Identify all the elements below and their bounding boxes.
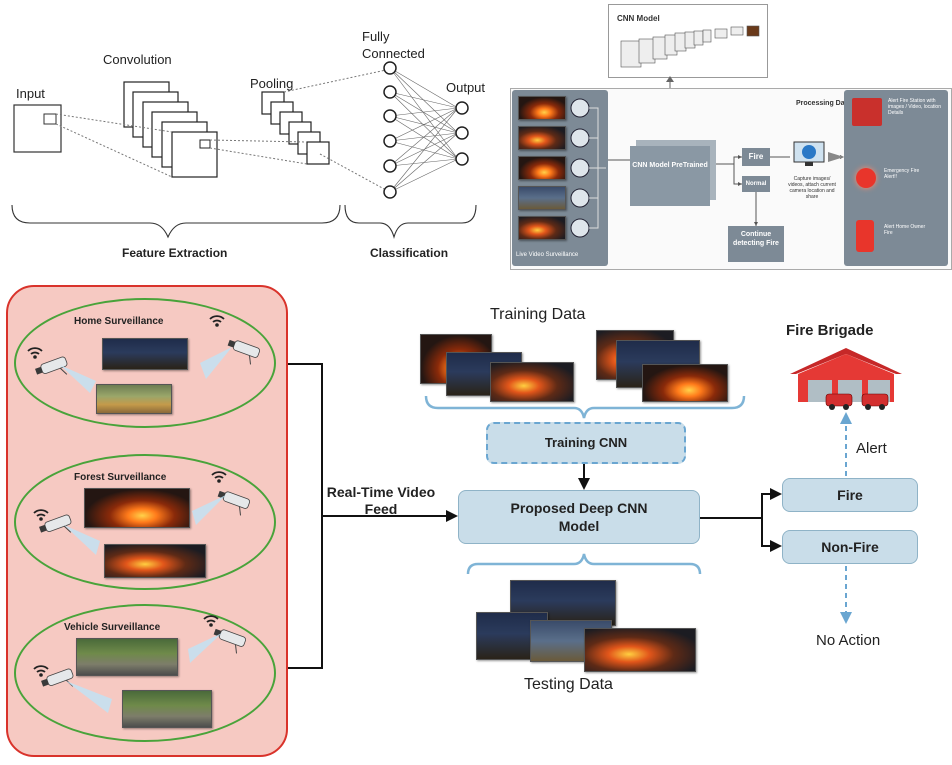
vehicle-image-1 [76, 638, 178, 676]
fire-label: Fire [837, 487, 863, 503]
phone-icon [856, 220, 874, 252]
training-data-label: Training Data [490, 306, 586, 323]
non-fire-label: Non-Fire [821, 539, 879, 555]
testing-data-label: Testing Data [524, 676, 613, 693]
forest-image-1 [84, 488, 190, 528]
home-image-1 [102, 338, 188, 370]
fire-brigade-label: Fire Brigade [786, 322, 874, 339]
classification-label: Classification [370, 246, 449, 260]
convolution-label: Convolution [103, 52, 172, 67]
live-thumb-5 [518, 216, 566, 240]
testing-image-4 [584, 628, 696, 672]
live-thumb-2 [518, 126, 566, 150]
output-label: Output [446, 80, 486, 95]
feature-extraction-label: Feature Extraction [122, 246, 228, 260]
notification-column: Alert Fire Station with images / Video, … [844, 90, 948, 266]
fire-small-box: Fire [742, 148, 770, 166]
input-label: Input [16, 86, 45, 101]
notify-text-2: Emergency Fire Alert!! [884, 168, 920, 180]
camera-icons [570, 98, 606, 238]
cnn-pretrained-box: CNN Model PreTrained [630, 146, 710, 206]
surveillance-cameras [27, 315, 261, 713]
pooling-label: Pooling [250, 76, 294, 91]
training-image-3 [490, 362, 574, 402]
vehicle-surveillance-label: Vehicle Surveillance [64, 622, 161, 633]
live-thumb-4 [518, 186, 566, 210]
non-fire-box: Non-Fire [782, 530, 918, 564]
cnn-model-box: CNN Model [608, 4, 768, 78]
home-surveillance-label: Home Surveillance [74, 316, 164, 327]
live-thumb-3 [518, 156, 566, 180]
training-image-6 [642, 364, 728, 402]
fire-station-image [786, 344, 906, 410]
cnn-model-label: CNN Model [617, 14, 660, 23]
processing-data-label: Processing Data [796, 100, 851, 107]
fire-station-icon [852, 98, 882, 126]
alert-label: Alert [856, 440, 887, 457]
cnn-architecture-graphic [11, 61, 477, 239]
processing-connectors [608, 155, 844, 226]
forest-image-2 [104, 544, 206, 578]
vehicle-image-2 [122, 690, 212, 728]
live-thumb-1 [518, 96, 566, 120]
fire-box: Fire [782, 478, 918, 512]
live-video-sidebar: Live Video Surveillance [512, 90, 608, 266]
home-surveillance-circle [14, 298, 276, 428]
system-overview-panel: CNN Model [510, 0, 952, 272]
cnn-pretrained-label: CNN Model PreTrained [632, 162, 708, 169]
vehicle-surveillance-circle [14, 604, 276, 742]
normal-small-box: Normal [742, 176, 770, 192]
training-cnn-box: Training CNN [486, 422, 686, 464]
continue-detecting-box: Continue detecting Fire [728, 226, 784, 262]
notify-text-3: Alert Home Owner Fire [884, 224, 926, 236]
forest-surveillance-circle [14, 454, 276, 590]
siren-icon [856, 168, 876, 188]
fire-small-label: Fire [748, 152, 764, 161]
cnn-architecture-diagram: Input Convolution Pooling Fully Connecte… [0, 0, 500, 270]
cnn-model-thumbnail [620, 25, 760, 68]
proposed-model-box: Proposed Deep CNN Model [458, 490, 700, 544]
notify-arrow [828, 152, 844, 162]
monitor-globe-icon [792, 140, 826, 168]
capture-text: Capture images/ videos, attach current c… [788, 176, 836, 200]
live-video-label: Live Video Surveillance [516, 252, 579, 258]
training-cnn-label: Training CNN [544, 435, 628, 450]
no-action-label: No Action [816, 632, 881, 649]
fully-connected-label: Fully Connected [362, 29, 425, 61]
forest-surveillance-label: Forest Surveillance [74, 472, 167, 483]
video-feed-label: Real-Time Video Feed [326, 484, 436, 517]
notify-text-1: Alert Fire Station with images / Video, … [888, 98, 941, 116]
normal-small-label: Normal [745, 181, 767, 187]
proposed-model-label: Proposed Deep CNN Model [510, 500, 648, 534]
home-image-2 [96, 384, 172, 414]
continue-detecting-label: Continue detecting Fire [733, 231, 779, 247]
